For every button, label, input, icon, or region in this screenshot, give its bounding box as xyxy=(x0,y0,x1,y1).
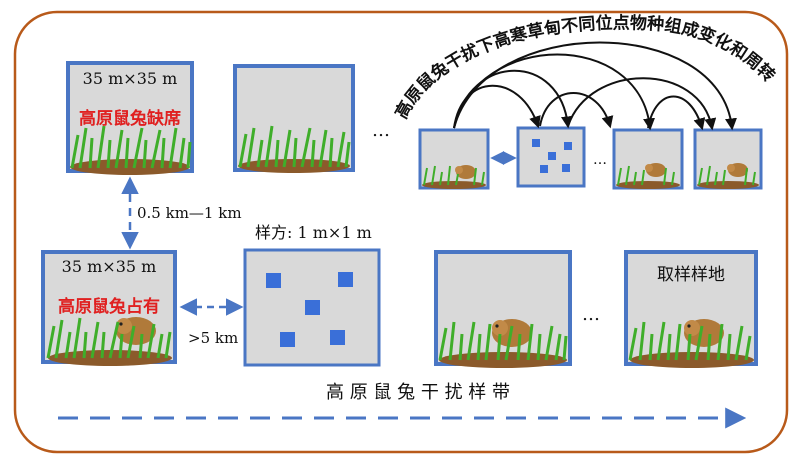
ellipsis-bottom: … xyxy=(582,304,600,325)
absent-plot: 35 m×35 m 高原鼠兔缺席 xyxy=(66,61,194,175)
quadrat-square-icon xyxy=(330,330,345,345)
ellipsis-small: … xyxy=(593,152,607,168)
pika-icon xyxy=(116,317,156,345)
pika-icon xyxy=(455,165,476,179)
quadrat-square-icon xyxy=(562,164,570,172)
absent-plot-2 xyxy=(233,64,355,173)
soil-mound-icon xyxy=(422,181,486,189)
quadrat-square-icon xyxy=(548,152,556,160)
sampling-site-plot: 取样样地 xyxy=(624,250,758,368)
soil-mound-icon xyxy=(439,352,567,368)
grass-icon xyxy=(438,321,568,361)
present-label: 高原鼠兔占有 xyxy=(58,296,160,317)
quadrat-square-icon xyxy=(564,142,572,150)
quadrat-square-icon xyxy=(305,300,320,315)
transect-label: 高 原 鼠 兔 干 扰 样 带 xyxy=(326,382,510,403)
small-plot-3 xyxy=(693,128,763,190)
present-plot: 35 m×35 m 高原鼠兔占有 xyxy=(41,250,177,366)
soil-mound-icon xyxy=(697,181,759,189)
distance-label: 0.5 km—1 km xyxy=(137,204,242,222)
absent-plot-size: 35 m×35 m xyxy=(83,69,178,88)
arc-title: 高原鼠兔干扰下高寒草甸不同位点物种组成变化和周转 xyxy=(391,12,779,122)
soil-mound-icon xyxy=(630,352,754,368)
quadrat-square-icon xyxy=(540,165,548,173)
grass-icon xyxy=(238,125,351,168)
grass-icon xyxy=(46,317,172,359)
arc-title-path: 高原鼠兔干扰下高寒草甸不同位点物种组成变化和周转 xyxy=(391,12,779,122)
absent-label: 高原鼠兔缺席 xyxy=(79,108,181,129)
grass-icon xyxy=(698,165,756,186)
pika-icon xyxy=(727,163,748,177)
turnover-arcs xyxy=(453,41,737,131)
grass-icon xyxy=(628,321,752,361)
ellipsis-top: … xyxy=(372,120,390,141)
pika-icon xyxy=(645,163,666,177)
quadrat-square-icon xyxy=(338,272,353,287)
pika-icon xyxy=(684,319,724,347)
quadrat-label: 样方: 1 m×1 m xyxy=(255,223,372,242)
quadrat-panel: 样方: 1 m×1 m xyxy=(243,223,381,367)
quadrat-square-icon xyxy=(532,139,540,147)
quadrat-square-icon xyxy=(266,273,281,288)
grass-icon xyxy=(423,165,485,186)
outer-frame xyxy=(13,10,789,454)
present-plot-size: 35 m×35 m xyxy=(62,257,157,276)
grass-icon xyxy=(70,125,192,175)
small-quadrat xyxy=(516,126,586,188)
small-plot-1 xyxy=(418,128,490,190)
small-plot-2 xyxy=(612,128,684,190)
sampling-site-label: 取样样地 xyxy=(657,265,725,285)
far-distance-label: >5 km xyxy=(188,329,238,347)
present-plot-2 xyxy=(434,250,572,368)
grass-icon xyxy=(617,165,675,186)
quadrat-square-icon xyxy=(280,332,295,347)
